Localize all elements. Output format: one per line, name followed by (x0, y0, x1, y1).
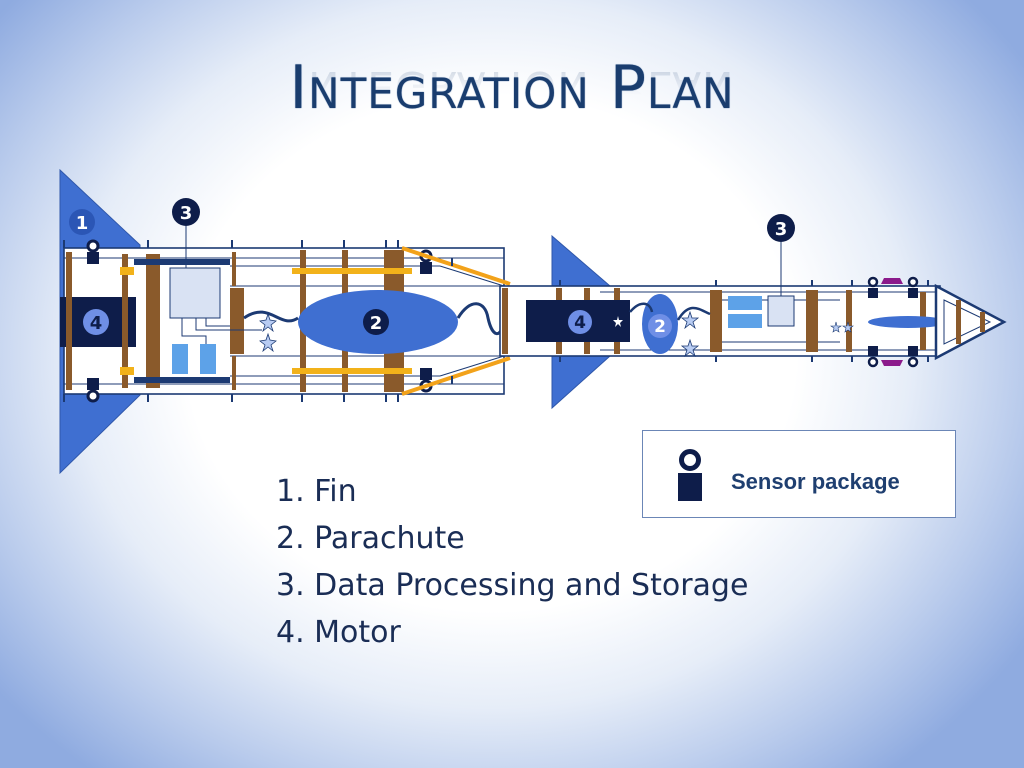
battery-left-2 (200, 344, 216, 374)
data-processing-box-left (169, 267, 221, 319)
processing-marker-left (172, 198, 200, 226)
data-processing-box-right (767, 295, 795, 327)
battery-right-1 (728, 296, 762, 310)
list-item-fin: 1. Fin (276, 474, 357, 509)
fin-marker-circle (69, 209, 95, 235)
list-item-motor: 4. Motor (276, 615, 401, 650)
interstage-struts (401, 246, 511, 396)
processing-marker-right (767, 214, 795, 242)
parachute-marker-left-label: 2 (370, 313, 383, 334)
processing-marker-left-label: 3 (180, 203, 193, 224)
list-item-parachute: 2. Parachute (276, 521, 465, 556)
left-ticks (63, 240, 453, 402)
left-stage-wiring (64, 257, 505, 385)
right-star-sensors (680, 310, 700, 358)
fin-marker-label: 1 (76, 213, 89, 234)
motor-marker-right-label: 4 (574, 313, 586, 333)
legend-box: Sensor package (642, 430, 956, 518)
left-rods (134, 259, 230, 383)
component-list: 1. Fin 2. Parachute 3. Data Processing a… (276, 472, 748, 660)
sensor-package-right-top (867, 276, 919, 298)
list-item-data-processing: 3. Data Processing and Storage (276, 568, 749, 603)
sensor-package-left-bottom (86, 378, 100, 403)
nose-cone (934, 283, 1007, 361)
battery-right-2 (728, 314, 762, 328)
left-star-sensors (259, 312, 277, 353)
legend-label: Sensor package (731, 469, 900, 494)
parachute-marker-right-label: 2 (654, 317, 666, 337)
left-yellow-rails (120, 267, 412, 375)
sensor-package-icon (678, 449, 702, 501)
battery-left-1 (172, 344, 188, 374)
slide-title-wrap: Integration Plan (0, 58, 1024, 118)
motor-marker-left (83, 309, 109, 335)
sensor-package-right-bottom (867, 346, 919, 368)
right-ticks (559, 280, 929, 362)
sensor-package-left-top (86, 239, 100, 264)
motor-marker-left-label: 4 (90, 313, 103, 334)
processing-marker-right-label: 3 (775, 219, 788, 240)
slide-title: Integration Plan (289, 53, 735, 123)
